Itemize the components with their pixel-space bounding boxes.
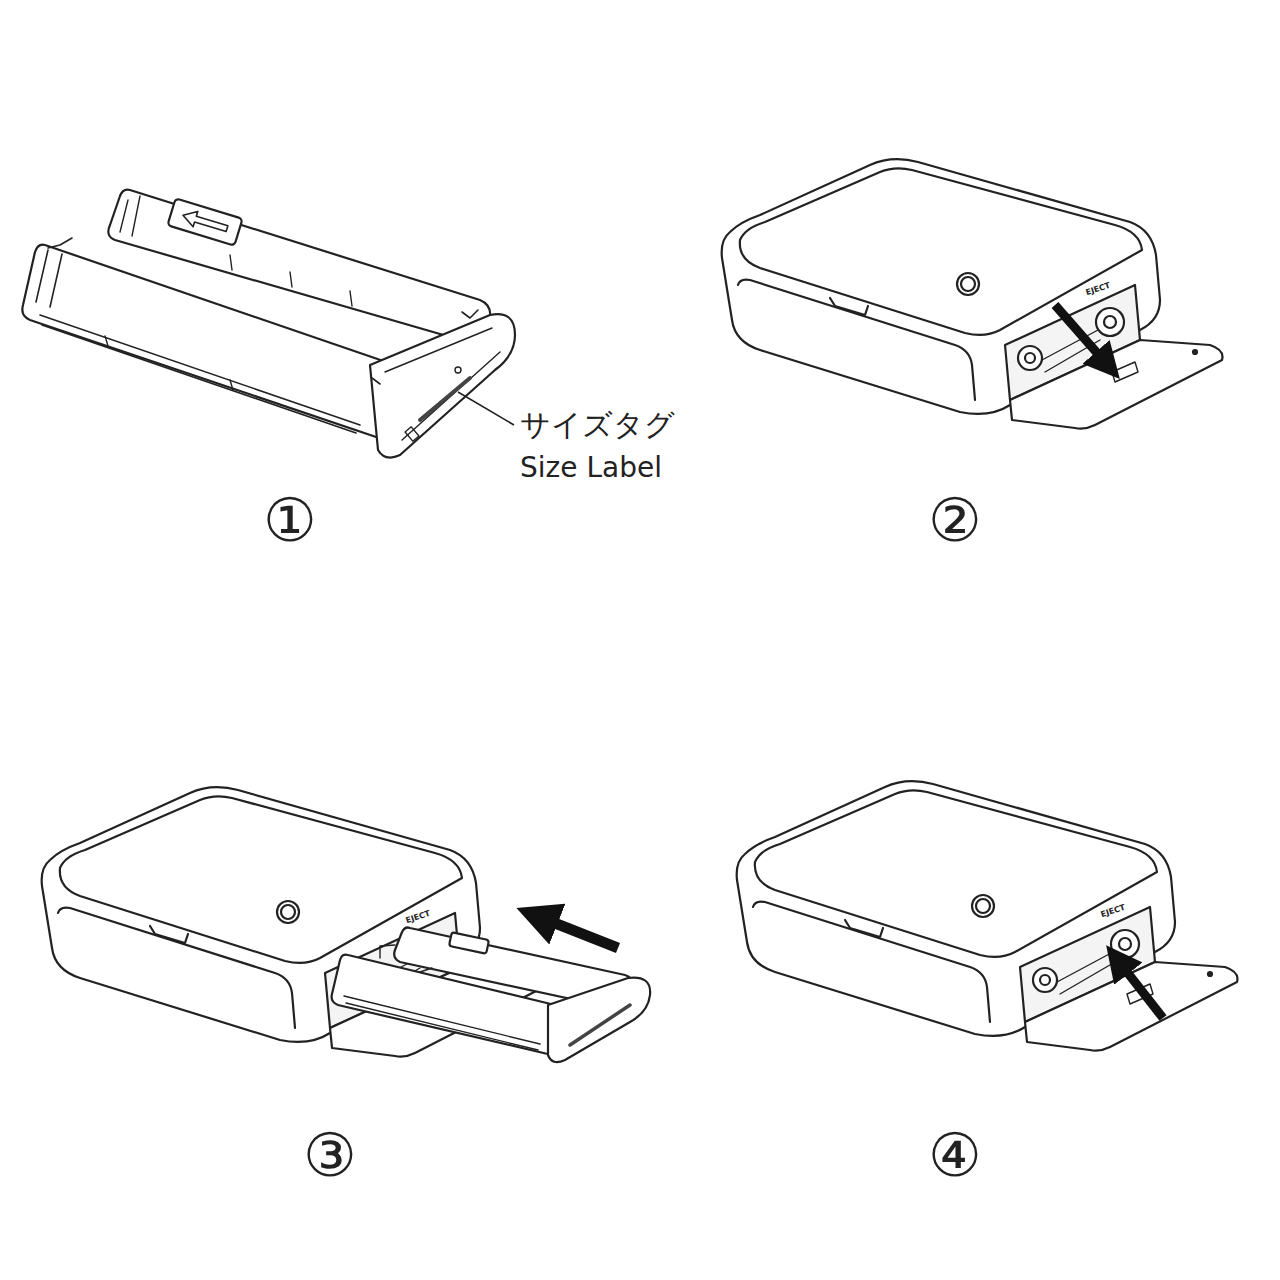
illustration-part [22, 245, 402, 440]
step-number: ④ [928, 1121, 982, 1190]
illustration-part [380, 945, 432, 972]
illustration-part [230, 255, 352, 306]
illustration-part [548, 978, 650, 1063]
illustration-part [449, 932, 489, 954]
illustration-part [405, 427, 419, 441]
printer-open [737, 781, 1238, 1050]
label-en: Size Label [520, 452, 662, 484]
illustration-part [167, 198, 242, 245]
eject-mark: EJECT [1085, 281, 1112, 298]
printer-open [722, 159, 1223, 428]
illustration-part [181, 208, 230, 237]
arrow [542, 918, 618, 948]
illustration-part [167, 198, 242, 245]
leader-line [458, 392, 514, 425]
illustration-part [36, 238, 72, 307]
illustration-part [372, 310, 478, 384]
illustration-part [570, 1005, 630, 1045]
illustration-part [40, 315, 360, 433]
illustration-part [385, 328, 500, 440]
illustration-part [344, 996, 540, 1050]
eject-mark: EJECT [1100, 903, 1127, 920]
illustration-part [420, 378, 470, 420]
illustration-part [332, 955, 564, 1055]
cartridge [22, 190, 515, 458]
arrow [1120, 963, 1163, 1018]
illustration-part [455, 367, 461, 373]
step-number: ② [928, 486, 982, 555]
illustration-part [370, 314, 515, 457]
step-number: ③ [303, 1121, 357, 1190]
arrow [1055, 305, 1105, 362]
illustration-part [120, 196, 140, 236]
label-ja: サイズタグ [520, 408, 675, 443]
step-number: ① [263, 486, 317, 555]
eject-mark: EJECT [405, 909, 432, 926]
illustration-part [105, 336, 233, 390]
